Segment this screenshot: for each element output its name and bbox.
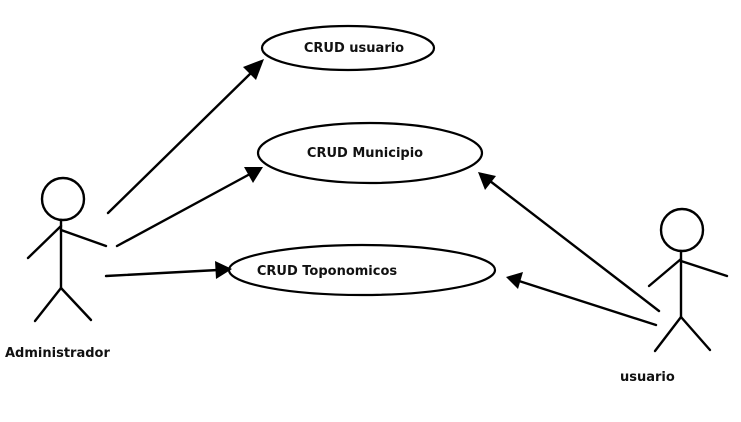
stick-figure-icon — [647, 207, 729, 353]
use-case-label: CRUD Toponomicos — [257, 264, 398, 279]
association-admin-to-municipio — [115, 167, 263, 248]
association-admin-to-toponomicos — [104, 261, 232, 279]
use-case-crud-usuario: CRUD usuario — [260, 24, 436, 72]
association-usuario-to-municipio — [478, 172, 661, 313]
association-usuario-to-toponomicos — [506, 272, 658, 327]
actor-administrador: Administrador — [5, 176, 110, 361]
association-admin-to-usuario — [106, 59, 264, 215]
use-case-crud-municipio: CRUD Municipio — [256, 121, 484, 185]
actor-label: usuario — [620, 370, 675, 385]
use-case-label: CRUD usuario — [304, 41, 404, 56]
use-case-ellipse — [256, 121, 484, 185]
use-case-label: CRUD Municipio — [307, 146, 423, 161]
stick-figure-icon — [26, 176, 108, 323]
actor-usuario: usuario — [620, 207, 729, 385]
use-case-crud-toponomicos: CRUD Toponomicos — [227, 243, 497, 297]
actor-label: Administrador — [5, 346, 110, 361]
use-case-ellipse — [260, 24, 436, 72]
